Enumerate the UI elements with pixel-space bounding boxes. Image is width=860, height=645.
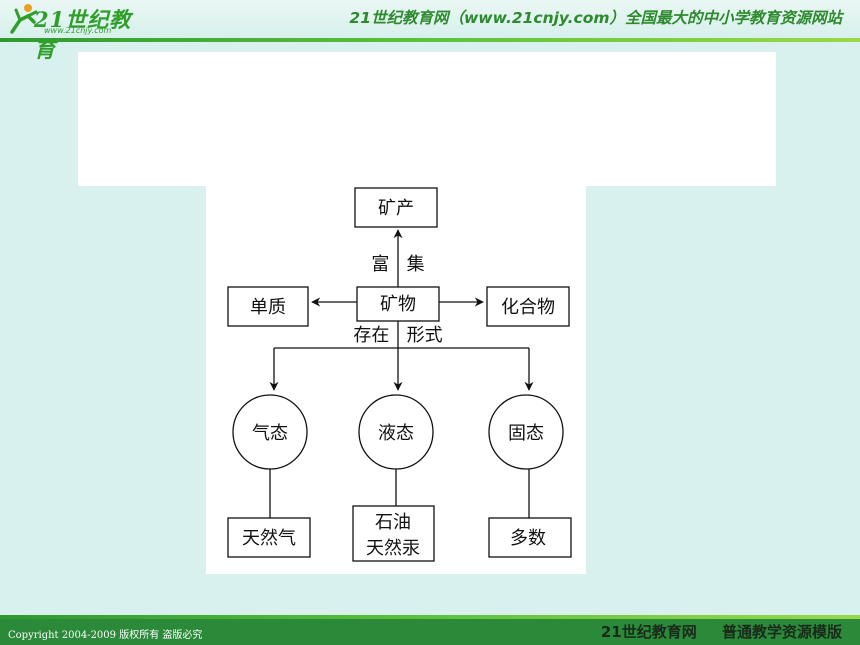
site-title: 21世纪教育网（www.21cnjy.com）全国最大的中小学教育资源网站 bbox=[349, 9, 842, 27]
site-logo[interactable]: 21世纪教育 www.21cnjy.com bbox=[6, 2, 146, 62]
example-label-liquid-1: 石油 bbox=[375, 512, 411, 533]
footer-site-name[interactable]: 21世纪教育网 bbox=[600, 623, 697, 641]
content-panel-top bbox=[78, 52, 776, 186]
example-box-solid bbox=[488, 517, 572, 558]
header-divider bbox=[0, 38, 860, 42]
example-label-solid: 多数 bbox=[510, 528, 546, 549]
footer-bar bbox=[0, 619, 860, 645]
logo-url: www.21cnjy.com bbox=[44, 26, 112, 35]
example-label-liquid-2: 天然汞 bbox=[366, 538, 420, 559]
example-label-gas: 天然气 bbox=[242, 528, 296, 549]
example-box-gas bbox=[227, 517, 311, 558]
node-box-left bbox=[227, 286, 309, 327]
state-label-gas: 气态 bbox=[252, 423, 288, 444]
logo-text: 21世纪教育 bbox=[34, 7, 132, 62]
state-circle-solid bbox=[488, 394, 564, 470]
node-label-left: 单质 bbox=[250, 297, 286, 318]
footer-template-name: 普通教学资源模版 bbox=[721, 623, 842, 641]
enrich-label: 富 集 bbox=[371, 254, 424, 275]
header-bar bbox=[0, 0, 860, 40]
node-label-right: 化合物 bbox=[501, 297, 555, 318]
exist-label: 存在 形式 bbox=[353, 325, 442, 346]
node-box-right bbox=[486, 286, 570, 327]
footer-divider bbox=[0, 615, 860, 619]
state-label-liquid: 液态 bbox=[378, 423, 414, 444]
footer-right: 21世纪教育网 普通教学资源模版 bbox=[601, 621, 842, 642]
example-box-liquid bbox=[352, 505, 435, 562]
copyright-text: Copyright 2004-2009 版权所有 盗版必究 bbox=[8, 630, 203, 641]
runner-logo-icon bbox=[10, 4, 38, 34]
node-box-top bbox=[354, 187, 438, 228]
node-label-top: 矿产 bbox=[378, 198, 414, 219]
node-label-center: 矿物 bbox=[380, 294, 416, 315]
state-label-solid: 固态 bbox=[508, 423, 544, 444]
diagram-panel bbox=[206, 186, 586, 574]
